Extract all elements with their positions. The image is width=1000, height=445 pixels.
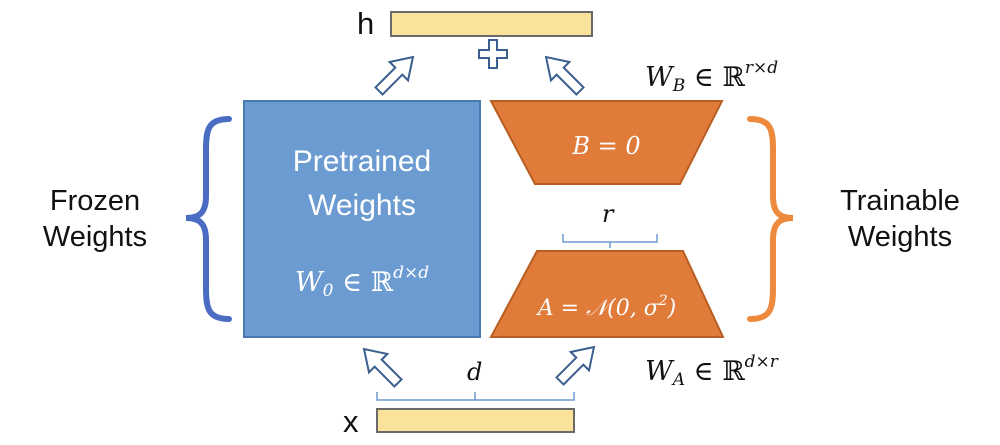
wa-formula: WA ∈ ℝd×r bbox=[645, 352, 778, 390]
output-vector-h bbox=[390, 11, 593, 37]
trainable-weights-label: Trainable Weights bbox=[840, 185, 960, 253]
arrow-up-right-icon-top-left bbox=[374, 55, 415, 96]
r-dimension-label: r bbox=[602, 200, 614, 228]
w0-formula: W0 ∈ ℝd×d bbox=[294, 263, 430, 301]
frozen-brace bbox=[185, 116, 232, 322]
wb-formula: WB ∈ ℝr×d bbox=[645, 58, 779, 96]
a-distribution: A = 𝒩(0, σ2) bbox=[537, 293, 677, 321]
input-vector-x bbox=[376, 408, 575, 433]
trainable-brace bbox=[747, 116, 794, 322]
d-dimension-label: d bbox=[467, 358, 483, 386]
d-dimension-bracket bbox=[376, 392, 575, 401]
frozen-weights-label: Frozen Weights bbox=[42, 185, 148, 253]
x-label: x bbox=[343, 404, 359, 439]
arrow-up-right-icon-bottom-right bbox=[555, 345, 596, 386]
h-label: h bbox=[357, 6, 375, 41]
arrow-up-left-icon-bottom-left bbox=[362, 347, 403, 388]
r-dimension-bracket bbox=[562, 234, 658, 248]
b-equals-zero: B = 0 bbox=[572, 132, 641, 160]
plus-icon bbox=[478, 39, 508, 69]
matrix-a-trapezoid bbox=[489, 250, 725, 338]
matrix-b-trapezoid bbox=[489, 100, 724, 185]
pretrained-weights-box bbox=[243, 100, 481, 338]
pretrained-weights-label: Pretrained Weights bbox=[292, 145, 432, 222]
arrow-up-left-icon-top-right bbox=[544, 55, 585, 96]
